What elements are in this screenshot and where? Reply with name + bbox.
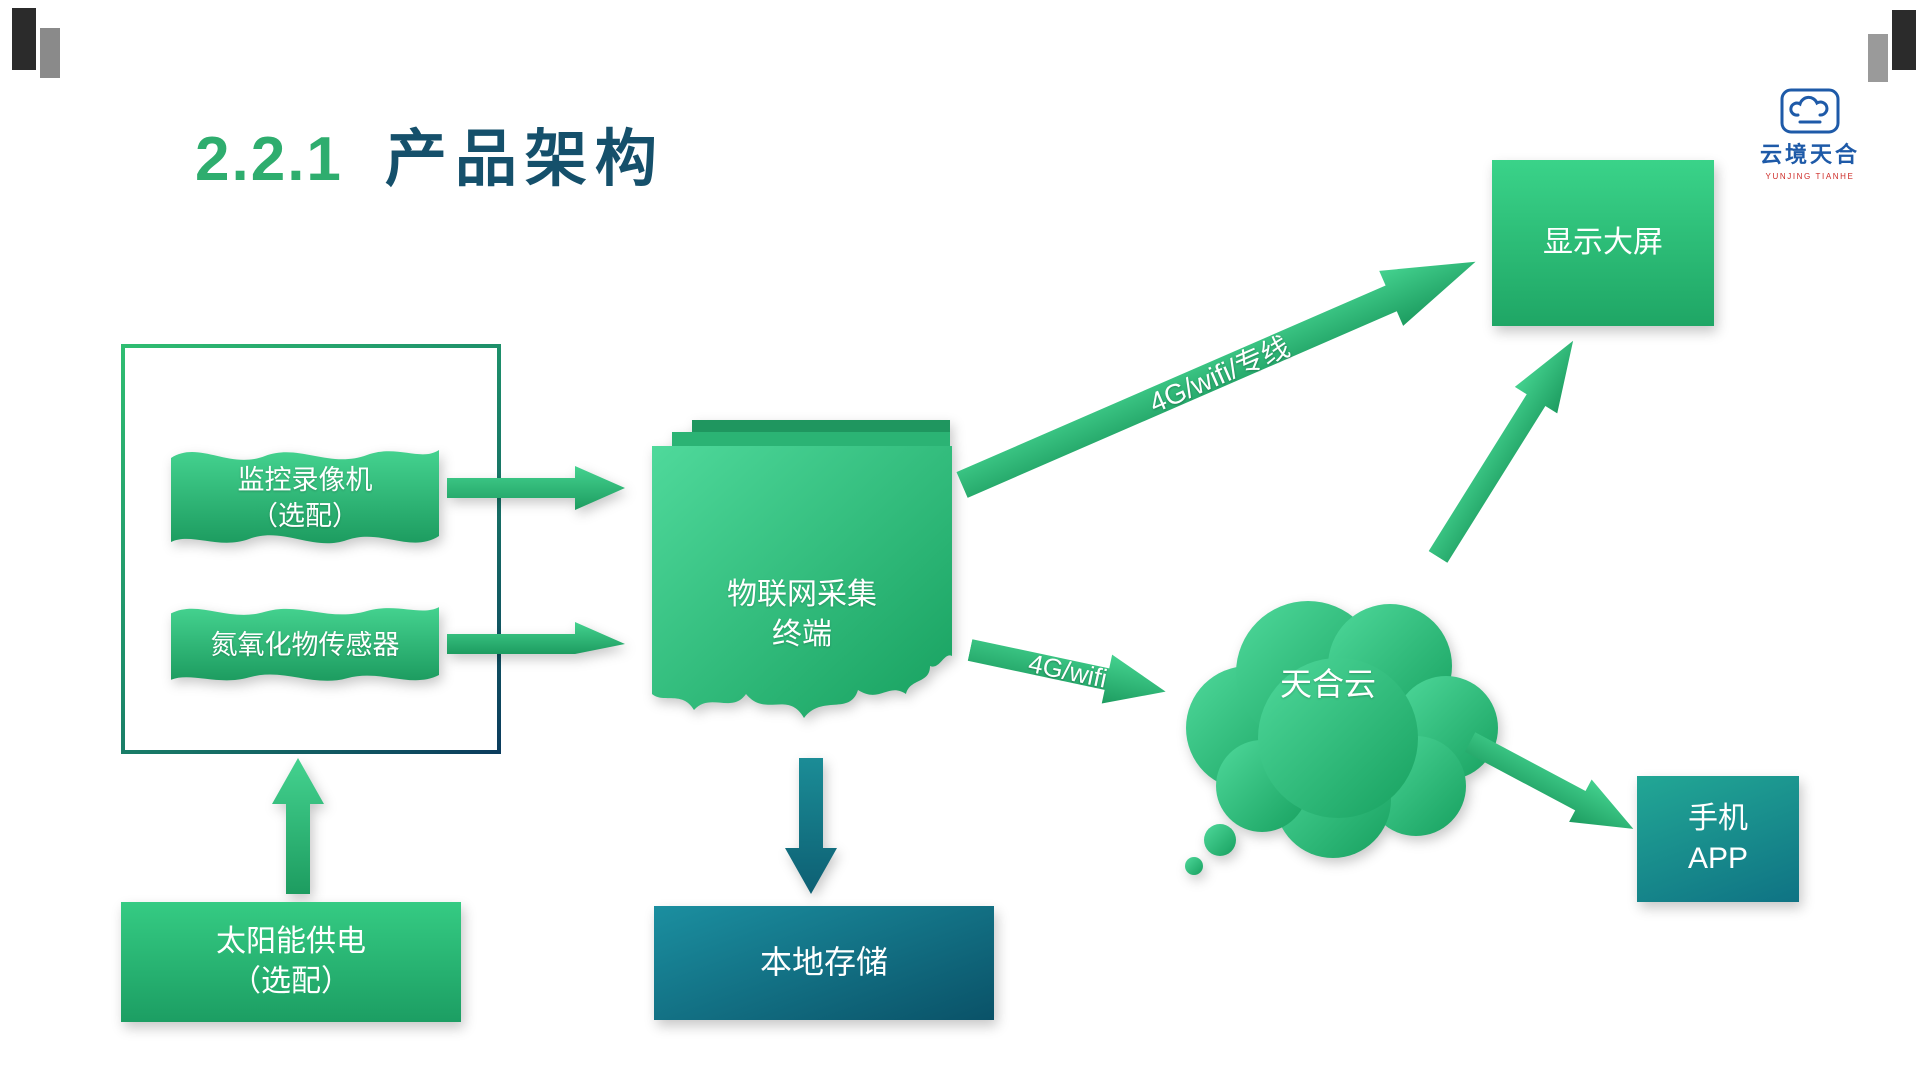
company-logo: 云境天合 YUNJING TIANHE [1740, 88, 1880, 181]
mobile-app-node: 手机 APP [1637, 776, 1799, 902]
block-arrow [1428, 340, 1574, 563]
arrow-cloud-to-display [1415, 326, 1596, 571]
solar-power-node: 太阳能供电 （选配） [121, 902, 461, 1022]
arrow-iot-to-cloud: 4G/wifi [964, 624, 1171, 718]
title-text: 产品架构 [384, 125, 665, 194]
arrow-iot-to-display: 4G/wifi/专线 [949, 232, 1488, 514]
logo-subtext: YUNJING TIANHE [1765, 172, 1855, 181]
block-arrow [1464, 732, 1634, 829]
corner-decoration-top-right-gray [1868, 34, 1888, 82]
arrow-camera-to-iot [447, 466, 625, 510]
display-screen-node: 显示大屏 [1492, 160, 1714, 326]
logo-name: 云境天合 [1759, 142, 1860, 167]
title-number: 2.2.1 [195, 125, 343, 194]
block-arrow [956, 261, 1476, 498]
local-storage-node: 本地存储 [654, 906, 994, 1020]
sensor-flag-shape [171, 607, 439, 681]
mobile-app-label: 手机 APP [1687, 801, 1749, 876]
cloud-shape [1185, 601, 1498, 875]
corner-decoration-top-right-dark [1892, 10, 1916, 70]
cloud-logo-icon [1780, 88, 1840, 134]
corner-decoration-top-left-dark [12, 8, 36, 70]
iot-terminal-shape [652, 420, 952, 718]
optional-devices-box [121, 344, 501, 754]
arrow-solar-to-box [272, 758, 324, 894]
corner-decoration-top-left-gray [40, 28, 60, 78]
camera-flag-shape [171, 450, 439, 544]
block-arrow [967, 639, 1166, 704]
page-title: 2.2.1 产品架构 [195, 108, 665, 198]
arrow-iot-to-storage [785, 758, 837, 894]
arrow-cloud-to-app [1458, 719, 1646, 852]
solar-power-label: 太阳能供电 （选配） [216, 924, 366, 999]
arrow-sensor-to-iot [447, 622, 625, 654]
display-screen-label: 显示大屏 [1543, 225, 1663, 259]
local-storage-label: 本地存储 [759, 944, 888, 981]
